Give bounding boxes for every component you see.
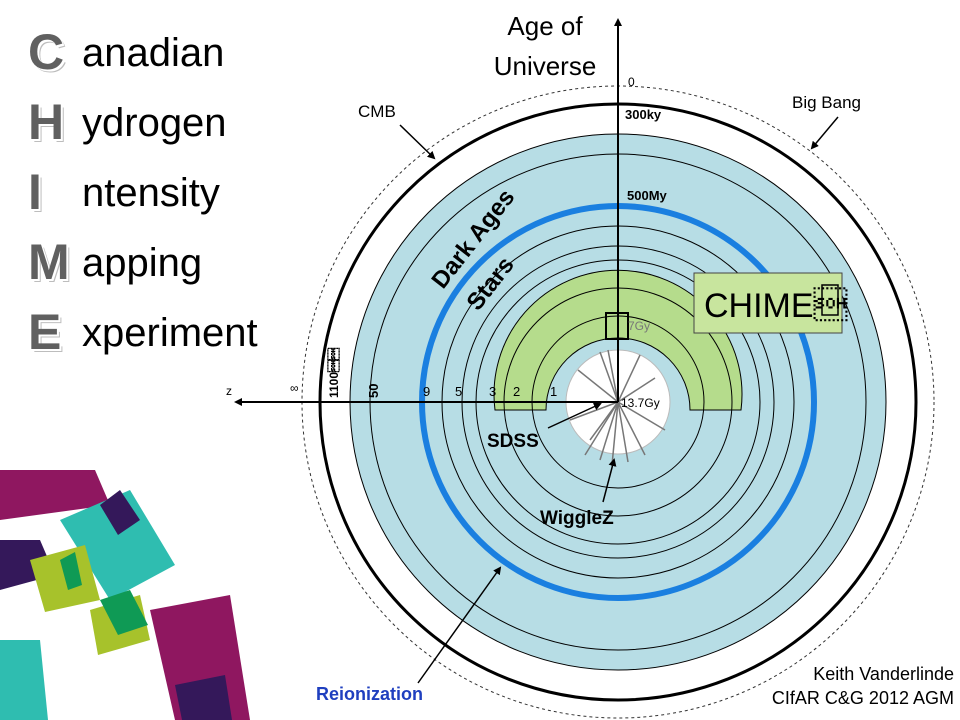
big-bang-label: Big Bang [792, 93, 861, 112]
acronym-word: anadian [82, 31, 225, 75]
acronym-line-e: E xperiment [28, 302, 278, 362]
z-tick-label: 9 [423, 384, 430, 399]
chime-glyph-box [821, 284, 839, 316]
z-tick-label: 5 [455, 384, 462, 399]
acronym-letter: I [28, 164, 42, 220]
credit-event: CIfAR C&G 2012 AGM [771, 688, 954, 708]
age-axis-title: Universe [494, 51, 597, 81]
acronym-letter: E [28, 304, 62, 360]
chime-coverage-region [493, 269, 743, 411]
corner-decoration [0, 470, 250, 720]
sdss-arrow [547, 402, 602, 429]
z-tick-label: 2 [513, 384, 520, 399]
age-tick-label: 7Gy [628, 319, 650, 333]
chime-label-box [693, 272, 843, 334]
big-bang-arrow [810, 116, 839, 150]
acronym-word: ntensity [82, 171, 220, 215]
z-axis-label: z [226, 384, 232, 398]
z-tick-label: 3 [489, 384, 496, 399]
acronym-word: apping [82, 241, 203, 285]
age-axis-title: Age of [507, 11, 583, 41]
wigglez-arrow [602, 458, 617, 503]
acronym-letter: C [28, 24, 65, 80]
cmb-arrow [399, 124, 436, 160]
reionization-arrow [417, 566, 502, 684]
z-tick-label: 1100 [327, 347, 341, 398]
credit-author: Keith Vanderlinde [813, 664, 954, 684]
wigglez-label: WiggleZ [540, 508, 614, 529]
acronym-word: xperiment [82, 311, 258, 355]
sdss-label: SDSS [487, 431, 539, 452]
acronym-word: ydrogen [82, 101, 227, 145]
acronym-letter: M [28, 234, 70, 290]
acronym-line-c: C anadian [28, 22, 278, 82]
acronym-line-h: H ydrogen [28, 92, 278, 152]
z-tick-label: 1 [550, 384, 557, 399]
galaxy-survey-wedges [569, 349, 666, 466]
chime-label: CHIME [704, 287, 848, 325]
z-tick-label: 50 [366, 384, 381, 398]
reionization-label: Reionization [316, 684, 423, 704]
acronym-line-m: M apping [28, 232, 278, 292]
age-tick-label: 0 [628, 75, 635, 89]
age-tick-label: 13.7Gy [621, 396, 660, 410]
cmb-label: CMB [358, 102, 396, 121]
z-tick-label: ∞ [290, 381, 299, 395]
acronym-line-i: I ntensity [28, 162, 278, 222]
marker-box [605, 312, 629, 340]
age-tick-label: 500My [627, 188, 668, 203]
age-tick-label: 300ky [625, 107, 662, 122]
acronym-letter: H [28, 94, 65, 150]
